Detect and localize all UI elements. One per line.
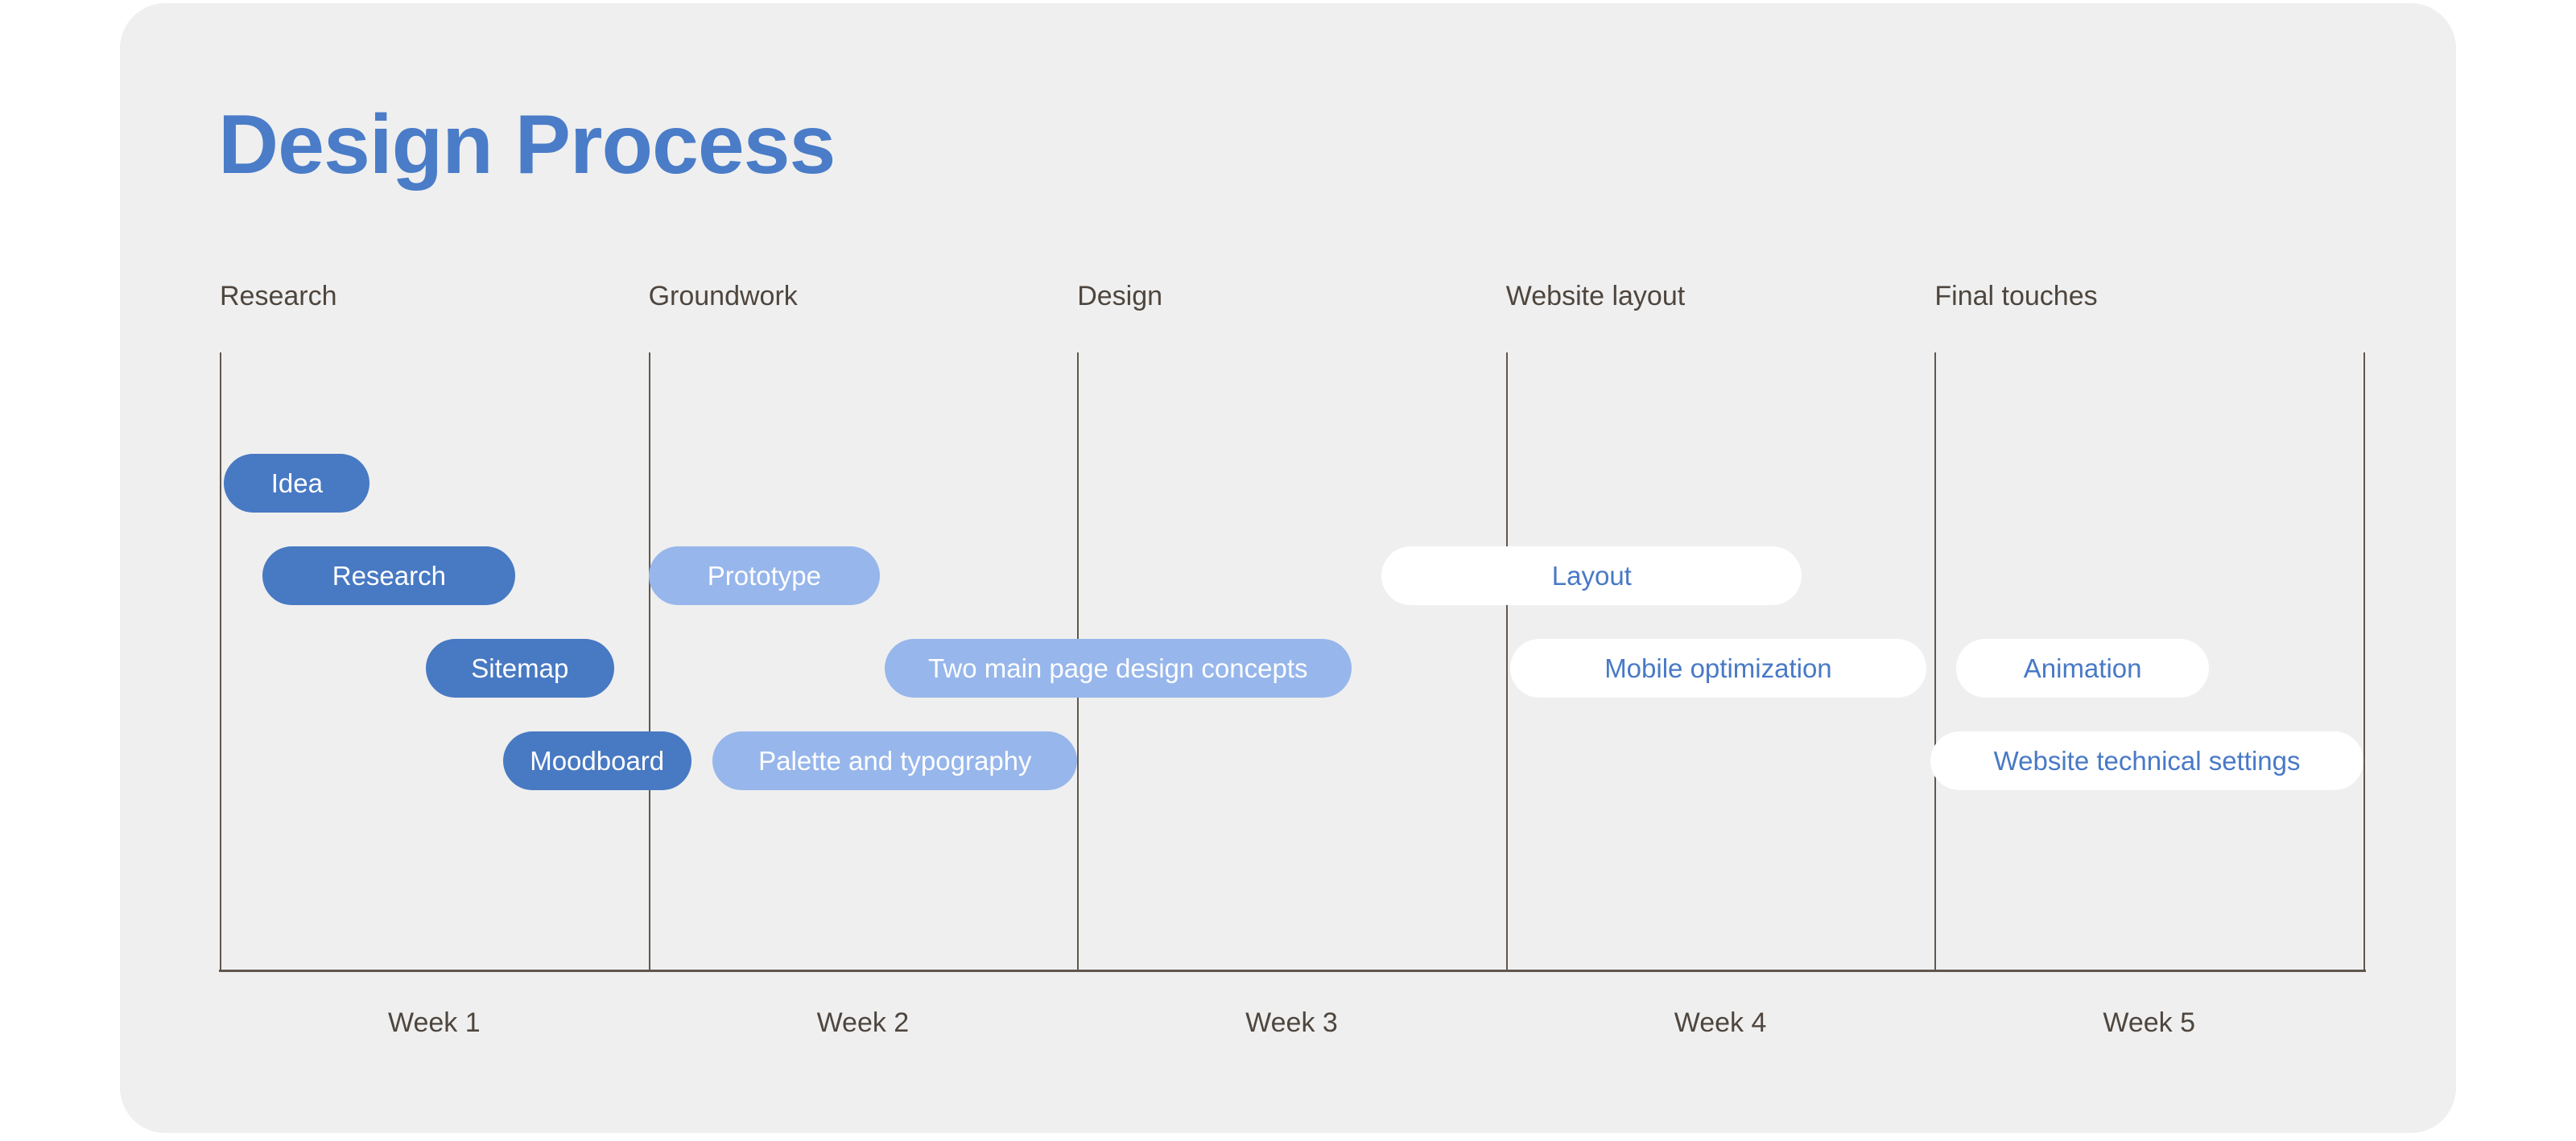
week-tick-label: Week 2: [816, 1007, 910, 1038]
task-pill-animation: Animation: [1956, 639, 2210, 698]
week-tick-label: Week 3: [1245, 1007, 1338, 1038]
week-divider-line: [1505, 352, 1508, 971]
task-pill-palette-and-typography: Palette and typography: [712, 731, 1078, 790]
task-pill-moodboard: Moodboard: [502, 731, 691, 790]
task-pill-layout: Layout: [1381, 546, 1802, 605]
task-pill-two-main-page-design-concepts: Two main page design concepts: [884, 639, 1352, 698]
task-pill-mobile-optimization: Mobile optimization: [1510, 639, 1926, 698]
phase-header-groundwork: Groundwork: [648, 281, 798, 311]
week-tick-label: Week 4: [1674, 1007, 1767, 1038]
week-divider-line: [220, 352, 221, 971]
phase-header-final-touches: Final touches: [1934, 281, 2098, 311]
chart-baseline: [219, 970, 2366, 972]
week-tick-label: Week 5: [2103, 1007, 2196, 1038]
task-pill-idea: Idea: [224, 454, 370, 513]
phase-header-research: Research: [220, 281, 337, 311]
chart-right-border-line: [2363, 352, 2365, 971]
week-tick-label: Week 1: [387, 1007, 481, 1038]
task-pill-prototype: Prototype: [648, 546, 881, 605]
week-divider-line: [648, 352, 650, 971]
phase-header-design: Design: [1077, 281, 1163, 311]
phase-header-website-layout: Website layout: [1505, 281, 1686, 311]
task-pill-research: Research: [262, 546, 516, 605]
task-pill-sitemap: Sitemap: [425, 639, 614, 698]
page-title: Design Process: [218, 98, 836, 192]
task-pill-website-technical-settings: Website technical settings: [1930, 731, 2363, 790]
week-divider-line: [1934, 352, 1937, 971]
